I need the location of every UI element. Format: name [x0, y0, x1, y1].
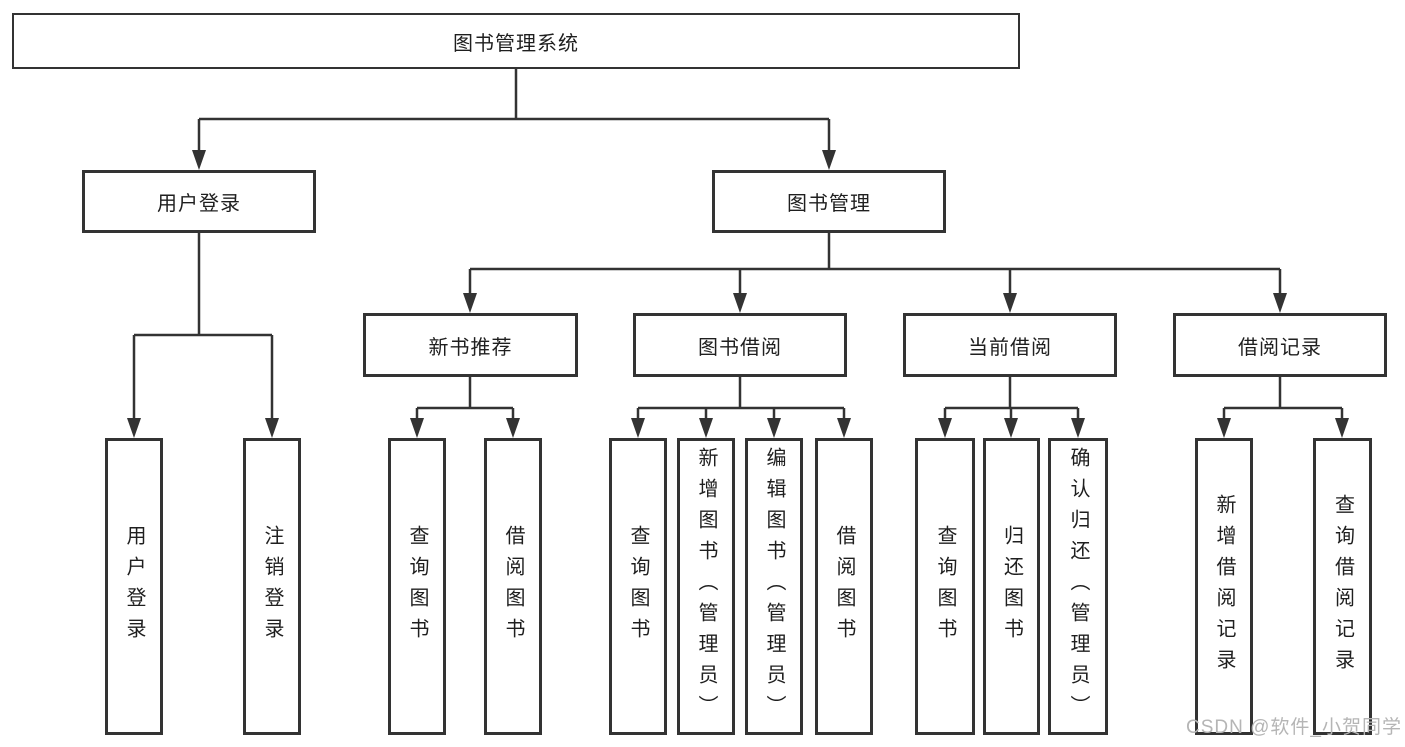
- node-book-borrowing: 图书借阅: [633, 313, 847, 377]
- arrowhead: [265, 418, 279, 438]
- leaf-query-books-current: 查询图书: [915, 438, 975, 735]
- connector-new-book-to-leaves: [415, 377, 515, 420]
- connector-book-mgmt-to-level3: [468, 233, 1282, 294]
- node-root-library-system: 图书管理系统: [12, 13, 1020, 69]
- leaf-add-borrow-record: 新增借阅记录: [1195, 438, 1253, 735]
- arrowhead: [631, 418, 645, 438]
- node-label: 图书管理: [787, 193, 871, 215]
- node-book-management-module: 图书管理: [712, 170, 946, 233]
- leaf-user-login: 用户登录: [105, 438, 163, 735]
- leaf-label: 借阅图书: [833, 524, 855, 649]
- connector-borrow-records-to-leaves: [1222, 377, 1344, 420]
- arrowhead: [1003, 293, 1017, 313]
- connector-book-borrow-to-leaves: [636, 377, 846, 420]
- arrowhead: [1273, 293, 1287, 313]
- node-label: 图书借阅: [698, 336, 782, 359]
- leaf-label: 新增借阅记录: [1213, 493, 1235, 680]
- leaf-label: 借阅图书: [502, 524, 524, 649]
- leaf-label: 查询图书: [627, 524, 649, 649]
- leaf-label: 查询图书: [934, 524, 956, 649]
- connector-user-login-to-leaves: [132, 233, 274, 420]
- leaf-borrow-books: 借阅图书: [815, 438, 873, 735]
- leaf-label: 注销登录: [261, 524, 283, 649]
- arrowhead: [938, 418, 952, 438]
- arrowhead: [463, 293, 477, 313]
- node-borrowing-records: 借阅记录: [1173, 313, 1387, 377]
- arrowhead: [506, 418, 520, 438]
- node-label: 用户登录: [157, 193, 241, 215]
- leaf-label: 新增图书（管理员）: [695, 447, 717, 726]
- arrowhead: [127, 418, 141, 438]
- arrowhead: [837, 418, 851, 438]
- leaf-return-books: 归还图书: [983, 438, 1040, 735]
- leaf-label: 用户登录: [123, 524, 145, 649]
- arrowhead: [1335, 418, 1349, 438]
- arrowhead: [733, 293, 747, 313]
- node-user-login-module: 用户登录: [82, 170, 316, 233]
- leaf-label: 确认归还（管理员）: [1067, 447, 1089, 726]
- node-label: 新书推荐: [428, 336, 513, 359]
- leaf-query-books-borrowing: 查询图书: [609, 438, 667, 735]
- arrowhead: [1071, 418, 1085, 438]
- arrowhead: [1004, 418, 1018, 438]
- leaf-label: 归还图书: [1000, 524, 1023, 649]
- connector-root-to-level2: [197, 69, 831, 152]
- leaf-edit-books-admin: 编辑图书（管理员）: [745, 438, 803, 735]
- arrowhead: [192, 150, 206, 170]
- leaf-label: 查询图书: [406, 524, 428, 649]
- leaf-confirm-return-admin: 确认归还（管理员）: [1048, 438, 1108, 735]
- node-label: 当前借阅: [968, 336, 1052, 359]
- leaf-logout: 注销登录: [243, 438, 301, 735]
- arrowhead: [1217, 418, 1231, 438]
- csdn-watermark: CSDN @软件_小贺同学: [1186, 717, 1402, 738]
- leaf-add-books-admin: 新增图书（管理员）: [677, 438, 735, 735]
- leaf-label: 编辑图书（管理员）: [763, 447, 785, 726]
- node-label: 图书管理系统: [453, 32, 579, 55]
- arrowhead: [767, 418, 781, 438]
- node-new-book-recommendation: 新书推荐: [363, 313, 578, 377]
- arrowhead: [699, 418, 713, 438]
- node-label: 借阅记录: [1238, 336, 1322, 359]
- leaf-label: 查询借阅记录: [1331, 493, 1354, 680]
- arrowhead: [410, 418, 424, 438]
- leaf-borrow-books-recommend: 借阅图书: [484, 438, 542, 735]
- arrowhead: [822, 150, 836, 170]
- connector-current-borrow-to-leaves: [943, 377, 1080, 420]
- node-current-borrowing: 当前借阅: [903, 313, 1117, 377]
- leaf-query-borrow-record: 查询借阅记录: [1313, 438, 1372, 735]
- leaf-query-books-recommend: 查询图书: [388, 438, 446, 735]
